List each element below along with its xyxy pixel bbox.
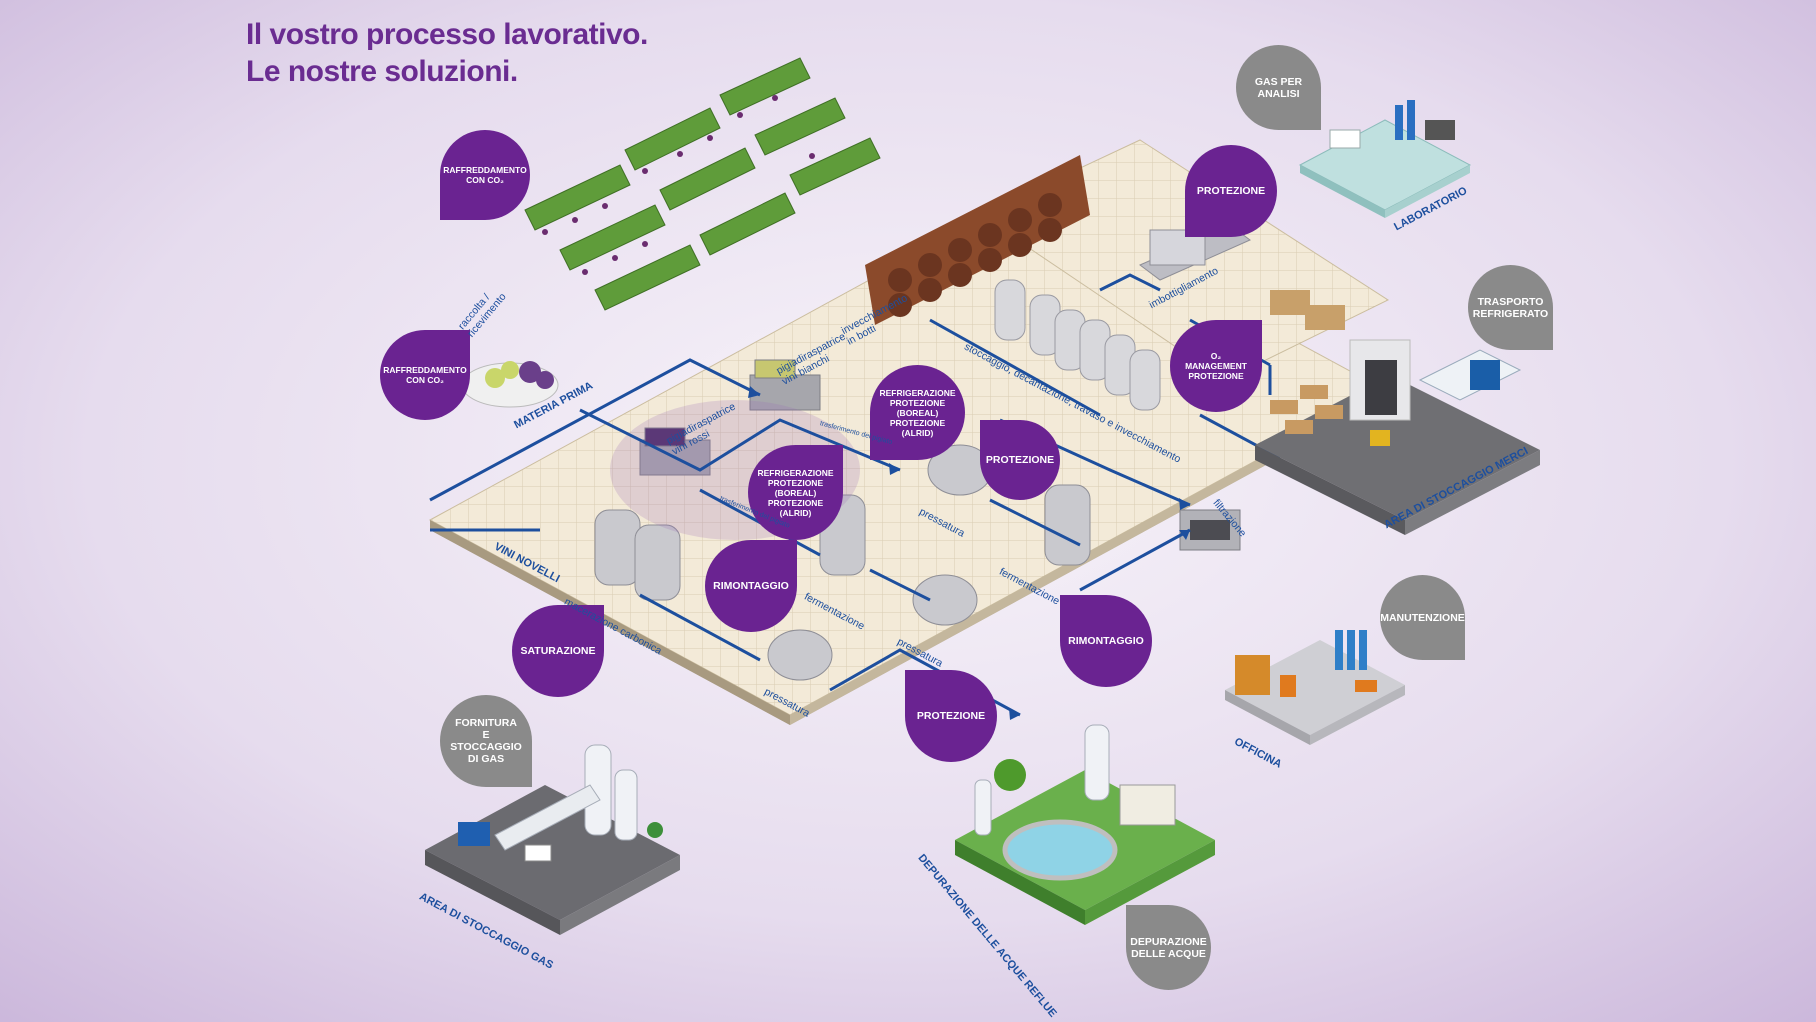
pin-label: REFRIGERAZIONE PROTEZIONE (BOREAL) PROTE…: [757, 467, 834, 518]
pin-refrigerazione-bianchi[interactable]: REFRIGERAZIONE PROTEZIONE (BOREAL) PROTE…: [870, 365, 965, 460]
water-treatment-scene: [955, 724, 1215, 925]
pin-protezione-mid[interactable]: PROTEZIONE: [980, 420, 1060, 500]
pin-label: TRASPORTO REFRIGERATO: [1472, 295, 1549, 320]
pin-depurazione[interactable]: DEPURAZIONE DELLE ACQUE: [1126, 905, 1211, 990]
pin-label: PROTEZIONE: [1196, 185, 1266, 197]
pin-label: PROTEZIONE: [916, 710, 986, 722]
pin-rimontaggio-right[interactable]: RIMONTAGGIO: [1060, 595, 1152, 687]
barrels-rack: [865, 155, 1090, 325]
page-title-line2: Le nostre soluzioni.: [246, 55, 518, 88]
pin-protezione-top[interactable]: PROTEZIONE: [1185, 145, 1277, 237]
pin-gas-analisi[interactable]: GAS PER ANALISI: [1236, 45, 1321, 130]
flow-arrows: [748, 386, 1190, 720]
pin-label: RIMONTAGGIO: [713, 580, 789, 592]
pin-o2-management[interactable]: O₂ MANAGEMENT PROTEZIONE: [1170, 320, 1262, 412]
workshop-scene: [1225, 630, 1405, 745]
pin-trasporto[interactable]: TRASPORTO REFRIGERATO: [1468, 265, 1553, 350]
pin-label: RAFFREDDAMENTO CON CO₂: [443, 165, 527, 185]
vineyard: [524, 57, 881, 311]
pin-label: PROTEZIONE: [985, 454, 1055, 466]
pin-label: MANUTENZIONE: [1380, 611, 1465, 624]
pin-fornitura-gas[interactable]: FORNITURA E STOCCAGGIO DI GAS: [440, 695, 532, 787]
pin-raffreddamento-materia[interactable]: RAFFREDDAMENTO CON CO₂: [380, 330, 470, 420]
pin-label: RIMONTAGGIO: [1068, 635, 1144, 647]
storage-tanks: [994, 279, 1161, 411]
page-title-line1: Il vostro processo lavorativo.: [246, 18, 648, 51]
laboratory-scene: [1298, 100, 1472, 218]
pin-label: FORNITURA E STOCCAGGIO DI GAS: [450, 717, 522, 765]
pin-saturazione[interactable]: SATURAZIONE: [512, 605, 604, 697]
pin-manutenzione[interactable]: MANUTENZIONE: [1380, 575, 1465, 660]
pin-protezione-bottom[interactable]: PROTEZIONE: [905, 670, 997, 762]
gas-storage-scene: [425, 744, 680, 935]
pin-raffreddamento-vigna[interactable]: RAFFREDDAMENTO CON CO₂: [440, 130, 530, 220]
pin-label: O₂ MANAGEMENT PROTEZIONE: [1185, 351, 1247, 381]
warehouse-scene: [1255, 339, 1540, 535]
pin-label: DEPURAZIONE DELLE ACQUE: [1130, 935, 1207, 960]
pin-label: SATURAZIONE: [520, 645, 596, 657]
pin-label: RAFFREDDAMENTO CON CO₂: [383, 365, 467, 385]
pin-refrigerazione-rossi[interactable]: REFRIGERAZIONE PROTEZIONE (BOREAL) PROTE…: [748, 445, 843, 540]
pin-label: GAS PER ANALISI: [1254, 75, 1303, 100]
pin-label: REFRIGERAZIONE PROTEZIONE (BOREAL) PROTE…: [879, 387, 956, 438]
pin-rimontaggio-left[interactable]: RIMONTAGGIO: [705, 540, 797, 632]
